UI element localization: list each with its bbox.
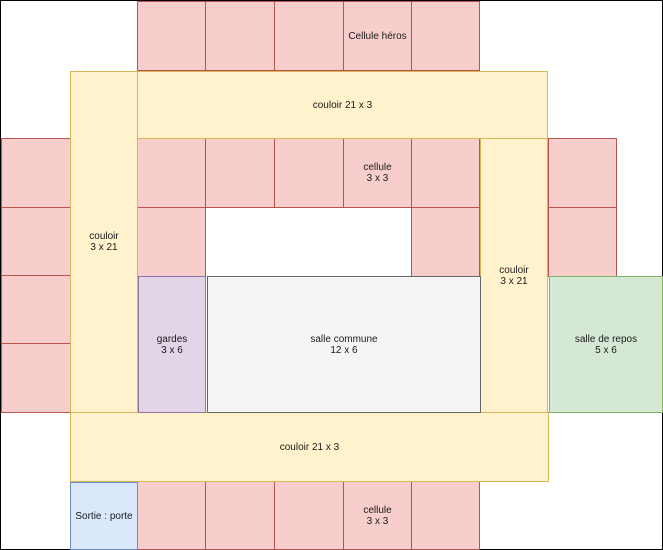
cell-left-2[interactable] [1, 207, 71, 277]
corridor-left[interactable]: couloir 3 x 21 [70, 71, 138, 413]
cell-left-4[interactable] [1, 343, 71, 413]
room-guards-label: gardes 3 x 6 [156, 333, 188, 356]
room-guards[interactable]: gardes 3 x 6 [138, 276, 206, 413]
cell-bottom-5[interactable] [411, 481, 480, 550]
cell-right-2[interactable] [548, 207, 617, 277]
cell-right-1[interactable] [548, 138, 617, 208]
exit-door[interactable]: Sortie : porte [70, 482, 138, 550]
cell-inner-6[interactable] [137, 207, 206, 277]
cell-bottom-2[interactable] [205, 481, 275, 550]
room-common-label: salle commune 12 x 6 [310, 333, 378, 356]
cell-hero-label: Cellule héros [348, 30, 407, 42]
corridor-bottom-label: couloir 21 x 3 [279, 441, 340, 453]
cell-inner-2[interactable] [205, 138, 275, 208]
corridor-right[interactable]: couloir 3 x 21 [480, 138, 548, 413]
cell-top-2[interactable] [205, 1, 275, 71]
room-rest-label: salle de repos 5 x 6 [574, 333, 638, 356]
cell-bottom-3[interactable] [274, 481, 344, 550]
corridor-right-label: couloir 3 x 21 [499, 264, 529, 287]
room-common[interactable]: salle commune 12 x 6 [207, 276, 481, 413]
cell-middle-label: cellule 3 x 3 [363, 162, 392, 184]
cell-inner-3[interactable] [274, 138, 344, 208]
cell-bottom-label: cellule 3 x 3 [363, 504, 392, 527]
corridor-top[interactable]: couloir 21 x 3 [137, 71, 548, 139]
cell-top-3[interactable] [274, 1, 344, 71]
cell-top-1[interactable] [137, 1, 206, 71]
cell-bottom-labeled[interactable]: cellule 3 x 3 [343, 481, 412, 550]
cell-top-5[interactable] [411, 1, 480, 71]
room-rest[interactable]: salle de repos 5 x 6 [549, 276, 663, 413]
cell-inner-middle[interactable]: cellule 3 x 3 [343, 138, 412, 208]
cell-hero[interactable]: Cellule héros [343, 1, 412, 71]
cell-inner-5[interactable] [411, 138, 480, 208]
corridor-left-label: couloir 3 x 21 [89, 231, 119, 253]
cell-left-3[interactable] [1, 275, 71, 345]
cell-left-1[interactable] [1, 138, 71, 208]
cell-inner-7[interactable] [411, 207, 480, 277]
cell-bottom-1[interactable] [137, 481, 206, 550]
corridor-bottom[interactable]: couloir 21 x 3 [70, 412, 549, 482]
cell-inner-1[interactable] [137, 138, 206, 208]
exit-door-label: Sortie : porte [75, 510, 133, 522]
corridor-top-label: couloir 21 x 3 [312, 99, 373, 111]
